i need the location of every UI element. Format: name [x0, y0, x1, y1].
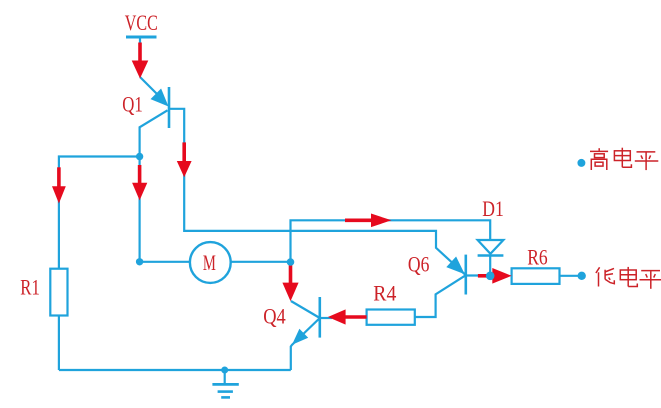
svg-text:Q4: Q4 — [263, 304, 286, 329]
svg-text:M: M — [203, 250, 216, 275]
svg-text:R1: R1 — [20, 275, 40, 300]
svg-text:Q6: Q6 — [408, 251, 430, 276]
svg-text:D1: D1 — [482, 196, 504, 221]
svg-text:R4: R4 — [373, 280, 396, 305]
svg-text:VCC: VCC — [125, 10, 158, 35]
svg-text:Q1: Q1 — [122, 92, 143, 117]
svg-text:R6: R6 — [527, 245, 548, 270]
